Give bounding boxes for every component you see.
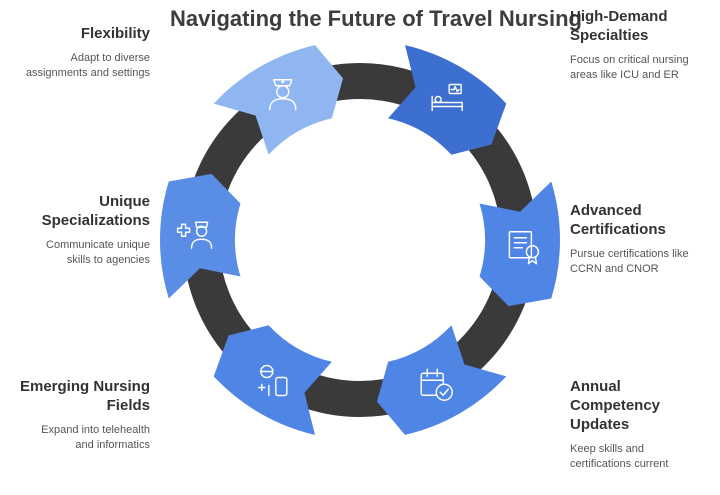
label-high-demand: High-Demand Specialties Focus on critica… bbox=[570, 7, 700, 83]
heading-flexibility: Flexibility bbox=[80, 25, 150, 42]
segment-advanced-certs bbox=[479, 181, 560, 307]
label-annual-competency: Annual Competency Updates Keep skills an… bbox=[570, 377, 700, 472]
label-unique-specializations: Unique Specializations Communicate uniqu… bbox=[20, 192, 150, 268]
description-high-demand: Focus on critical nursing areas like ICU… bbox=[570, 54, 689, 81]
segment-high-demand bbox=[388, 45, 507, 155]
description-unique-specializations: Communicate unique skills to agencies bbox=[46, 239, 150, 266]
calendar-check-icon bbox=[420, 368, 453, 401]
label-flexibility: Flexibility Adapt to diverse assignments… bbox=[20, 24, 150, 81]
description-flexibility: Adapt to diverse assignments and setting… bbox=[25, 52, 150, 79]
certificate-icon bbox=[508, 231, 540, 265]
description-annual-competency: Keep skills and certifications current bbox=[570, 443, 669, 470]
segment-flexibility bbox=[213, 45, 344, 155]
heading-annual-competency: Annual Competency Updates bbox=[570, 378, 661, 433]
medical-staff-icon bbox=[176, 221, 213, 249]
label-emerging-fields: Emerging Nursing Fields Expand into tele… bbox=[20, 377, 150, 453]
diagram-title: Navigating the Future of Travel Nursing bbox=[170, 6, 582, 31]
description-emerging-fields: Expand into telehealth and informatics bbox=[41, 424, 150, 451]
heading-advanced-certs: Advanced Certifications bbox=[570, 202, 666, 238]
label-advanced-certs: Advanced Certifications Pursue certifica… bbox=[570, 201, 700, 277]
segment-emerging-fields bbox=[213, 325, 332, 435]
telehealth-icon bbox=[258, 364, 288, 397]
heading-unique-specializations: Unique Specializations bbox=[41, 193, 150, 229]
nurse-icon bbox=[269, 79, 297, 111]
hospital-bed-icon bbox=[431, 83, 463, 112]
heading-high-demand: High-Demand Specialties bbox=[570, 8, 668, 44]
description-advanced-certs: Pursue certifications like CCRN and CNOR bbox=[570, 248, 689, 275]
heading-emerging-fields: Emerging Nursing Fields bbox=[20, 378, 151, 414]
